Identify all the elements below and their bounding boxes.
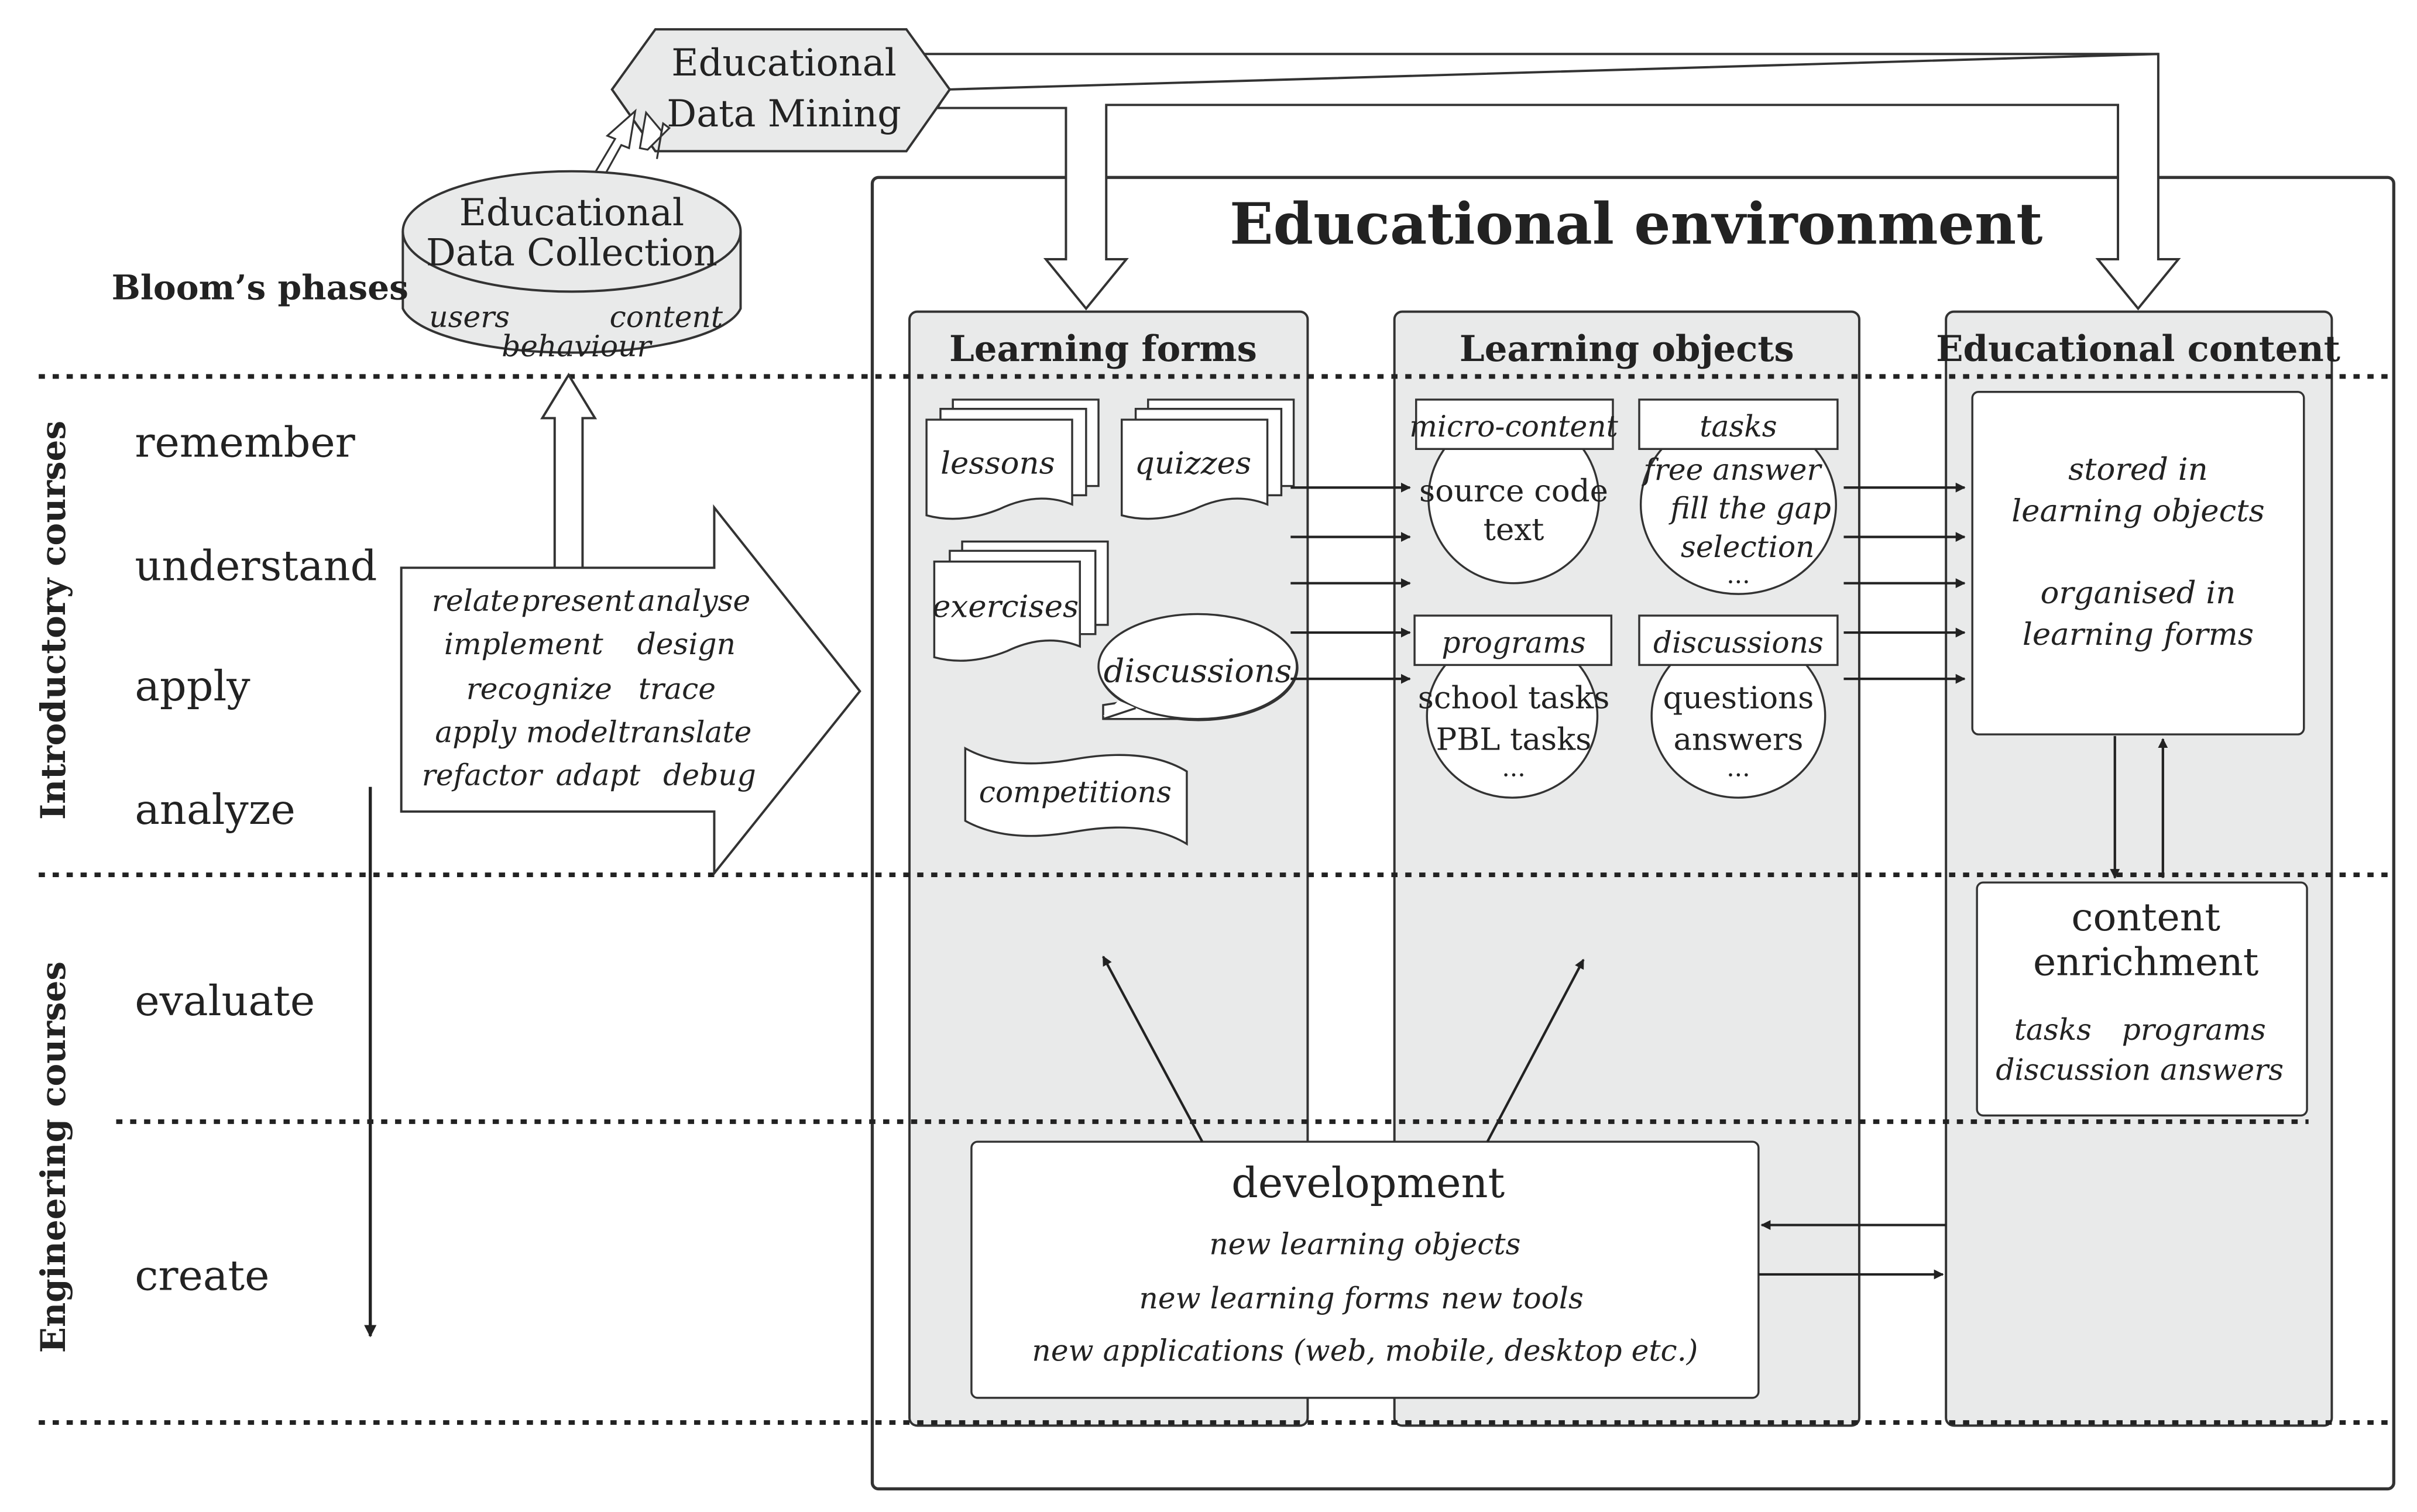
tasks-object: tasks free answer fill the gap selection… [1638,398,1839,595]
micro-content-object: micro-content source code text [1409,398,1619,585]
educational-data-collection: Educational Data Collection users conten… [401,170,742,363]
svg-text:competitions: competitions [979,775,1172,809]
svg-text:adapt: adapt [556,758,641,792]
objects-to-content-arrows [1843,482,1966,684]
svg-text:discussions: discussions [1653,625,1824,659]
svg-text:school tasks: school tasks [1418,680,1610,716]
svg-text:tasks: tasks [2014,1012,2092,1047]
svg-text:new applications (web, mobile,: new applications (web, mobile, desktop e… [1032,1334,1698,1368]
svg-text:debug: debug [663,758,756,792]
svg-text:Data Mining: Data Mining [667,92,901,135]
svg-text:refactor: refactor [422,758,544,792]
svg-text:implement: implement [444,627,604,661]
svg-text:fill the gap: fill the gap [1668,491,1831,525]
svg-text:answers: answers [1673,722,1803,758]
svg-text:learning forms: learning forms [2023,617,2254,652]
svg-text:Data Collection: Data Collection [426,231,717,274]
phase-analyze: analyze [135,785,295,834]
svg-text:programs: programs [2122,1012,2266,1047]
svg-text:PBL tasks: PBL tasks [1436,722,1592,758]
phase-understand: understand [135,542,377,590]
blooms-phases-title: Bloom’s phases [112,267,408,308]
discussions-bubble: discussions [1097,613,1299,721]
svg-text:recognize: recognize [466,672,612,706]
svg-text:trace: trace [638,672,716,706]
programs-object: programs school tasks PBL tasks ... [1413,614,1613,799]
svg-text:lessons: lessons [940,446,1055,482]
svg-text:users: users [429,300,510,334]
phase-create: create [135,1251,269,1300]
svg-text:behaviour: behaviour [502,329,653,363]
svg-text:tasks: tasks [1700,409,1777,444]
svg-text:new learning forms: new learning forms [1139,1281,1430,1315]
exercises-document: exercises [932,540,1109,662]
svg-text:selection: selection [1681,530,1815,564]
quizzes-document: quizzes [1121,398,1295,520]
forms-to-objects-arrows [1290,482,1411,684]
svg-text:development: development [1231,1159,1505,1207]
verbs-to-collection-arrow [540,372,598,568]
phase-remember: remember [135,418,355,467]
svg-text:translate: translate [618,714,751,749]
svg-text:Educational: Educational [459,191,685,234]
svg-text:design: design [637,627,736,661]
svg-text:model: model [526,714,617,749]
svg-text:quizzes: quizzes [1135,446,1251,482]
activity-verbs-arrow: relate present analyse implement design … [400,504,861,877]
content-enrichment-box: content enrichment tasks programs discus… [1976,881,2308,1117]
svg-text:...: ... [1726,753,1750,782]
competitions-banner: competitions [964,746,1188,846]
svg-text:discussions: discussions [1104,653,1292,690]
phase-apply: apply [135,662,250,710]
svg-text:exercises: exercises [932,589,1079,625]
svg-text:questions: questions [1663,680,1814,716]
edm-feedback-arrows [906,53,2181,311]
phase-evaluate: evaluate [135,977,315,1025]
svg-text:organised in: organised in [2041,575,2236,611]
environment-title: Educational environment [1230,191,2042,258]
educational-content-title: Educational content [1936,328,2340,370]
edm-edc-exchange-arrows [593,108,671,177]
learning-forms-title: Learning forms [949,328,1257,370]
svg-text:...: ... [1502,753,1525,782]
svg-text:text: text [1484,512,1544,548]
svg-text:discussion answers: discussion answers [1996,1053,2284,1087]
environment-frame [870,176,2395,1491]
svg-text:new learning objects: new learning objects [1209,1227,1520,1262]
discussions-object: discussions questions answers ... [1638,614,1839,799]
development-box: development new learning objects new lea… [970,1140,1760,1399]
svg-text:present: present [521,583,635,618]
svg-text:Educational: Educational [671,41,897,84]
development-to-forms-arrow [1102,956,1204,1143]
content-storage-box: stored in learning objects organised in … [1971,391,2305,736]
svg-text:analyse: analyse [638,583,750,618]
svg-text:apply: apply [435,714,517,749]
engineering-courses-label: Engineering courses [33,961,73,1353]
svg-text:programs: programs [1441,625,1585,659]
learning-objects-title: Learning objects [1460,328,1794,370]
svg-text:micro-content: micro-content [1409,409,1618,444]
svg-text:relate: relate [432,583,520,618]
svg-text:stored in: stored in [2068,452,2208,487]
introductory-courses-label: Introductory courses [33,421,73,820]
svg-text:...: ... [1726,561,1750,589]
educational-data-mining: Educational Data Mining [610,28,952,153]
svg-text:enrichment: enrichment [2033,940,2259,985]
development-to-objects-arrow [1486,958,1585,1143]
svg-text:learning objects: learning objects [2011,493,2265,529]
lessons-document: lessons [925,398,1100,520]
svg-text:content: content [2071,895,2220,940]
svg-text:new tools: new tools [1441,1281,1584,1315]
svg-text:content: content [610,300,723,334]
svg-text:source code: source code [1419,473,1608,509]
svg-text:free answer: free answer [1641,452,1822,487]
